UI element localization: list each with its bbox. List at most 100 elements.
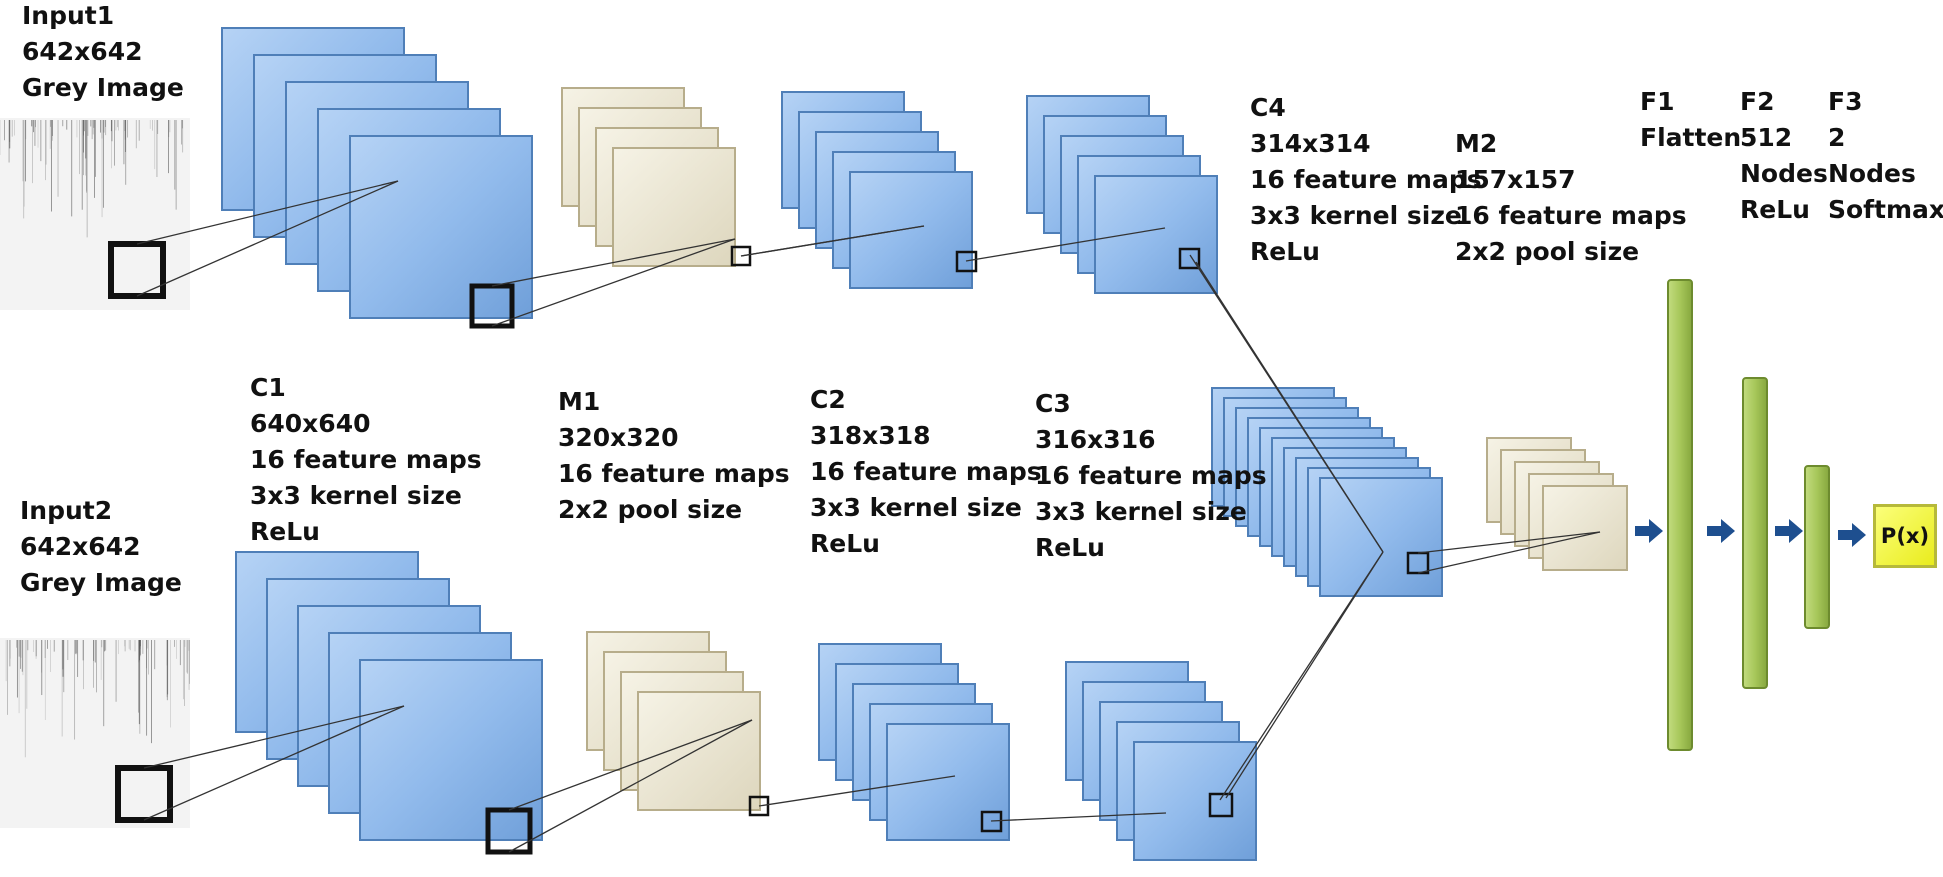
label-line: Flatten <box>1640 123 1742 152</box>
connection-line <box>143 705 405 821</box>
feature-map <box>849 171 973 289</box>
bottom-c2-stack <box>818 643 1010 841</box>
label-line: Input2 <box>20 496 113 525</box>
arrow-icon <box>1707 519 1735 543</box>
feature-map <box>359 659 543 841</box>
connection-line <box>758 775 956 807</box>
connection-line <box>965 227 1166 262</box>
bottom-m1-stack <box>586 631 761 811</box>
top-m1-stack <box>561 87 736 267</box>
connection-line <box>491 238 736 327</box>
connection-line <box>1417 531 1601 574</box>
arrow-icon <box>1635 519 1663 543</box>
connection-line <box>1417 531 1601 554</box>
output-probability-box: P(x) <box>1873 504 1937 568</box>
label-line: ReLu <box>810 529 880 558</box>
label-line: 16 feature maps <box>250 445 482 474</box>
label-line: Softmax <box>1828 195 1943 224</box>
arrow-head <box>1852 523 1866 547</box>
label-line: C2 <box>810 385 846 414</box>
label-line: 642x642 <box>20 532 141 561</box>
arrow-shaft <box>1707 526 1721 536</box>
input2-image <box>0 638 190 828</box>
label-line: ReLu <box>1035 533 1105 562</box>
f1-flatten-bar <box>1667 279 1693 751</box>
label-line: M2 <box>1455 129 1498 158</box>
label-line: 3x3 kernel size <box>250 481 462 510</box>
label-line: 318x318 <box>810 421 931 450</box>
label-line: C1 <box>250 373 286 402</box>
arrow-head <box>1721 519 1735 543</box>
m2-stack <box>1486 437 1628 571</box>
label-line: 157x157 <box>1455 165 1576 194</box>
connection-line <box>136 180 399 245</box>
label-line: Nodes <box>1828 159 1916 188</box>
connection-line <box>740 225 925 257</box>
bottom-c1-stack <box>235 551 543 841</box>
label-line: C4 <box>1250 93 1286 122</box>
label-line: Grey Image <box>22 73 184 102</box>
arrow-shaft <box>1635 526 1649 536</box>
feature-map <box>1319 477 1443 597</box>
label-line: 512 <box>1740 123 1793 152</box>
top-c1-stack <box>221 27 533 319</box>
label-line: 2 <box>1828 123 1846 152</box>
label-line: F2 <box>1740 87 1775 116</box>
f2-dense-bar <box>1742 377 1768 689</box>
f3-softmax-bar <box>1804 465 1830 629</box>
connection-line <box>1195 261 1384 553</box>
connection-line <box>136 180 399 297</box>
label-line: 3x3 kernel size <box>1250 201 1462 230</box>
kernel-window <box>980 810 1003 833</box>
label-line: ReLu <box>1740 195 1810 224</box>
top-c2-stack <box>781 91 973 289</box>
label-line: 16 feature maps <box>558 459 790 488</box>
connection-line <box>1219 551 1384 801</box>
label-line: 642x642 <box>22 37 143 66</box>
kernel-window <box>748 795 770 817</box>
label-line: F3 <box>1828 87 1863 116</box>
label-line: 316x316 <box>1035 425 1156 454</box>
arrow-head <box>1649 519 1663 543</box>
output-label: P(x) <box>1880 524 1930 548</box>
kernel-window <box>1208 792 1234 818</box>
arrow-shaft <box>1775 526 1789 536</box>
feature-map <box>886 723 1010 841</box>
label-line: C3 <box>1035 389 1071 418</box>
label-line: 3x3 kernel size <box>810 493 1022 522</box>
label-line: ReLu <box>250 517 320 546</box>
feature-map <box>1542 485 1628 571</box>
connection-line <box>508 719 753 811</box>
label-line: 16 feature maps <box>1250 165 1482 194</box>
connection-line <box>990 812 1167 822</box>
label-line: 314x314 <box>1250 129 1371 158</box>
feature-map <box>349 135 533 319</box>
connection-line <box>508 719 753 853</box>
label-line: 2x2 pool size <box>1455 237 1640 266</box>
arrow-icon <box>1775 519 1803 543</box>
input1-image <box>0 118 190 310</box>
kernel-window <box>1178 247 1201 270</box>
feature-map <box>612 147 736 267</box>
label-line: 640x640 <box>250 409 371 438</box>
bottom-c3-stack <box>1065 661 1257 861</box>
label-line: Grey Image <box>20 568 182 597</box>
arrow-icon <box>1838 523 1866 547</box>
feature-map <box>637 691 761 811</box>
image-background <box>0 638 190 828</box>
feature-map <box>1094 175 1218 294</box>
kernel-window <box>955 250 978 273</box>
label-line: ReLu <box>1250 237 1320 266</box>
top-c4-stack <box>1026 95 1218 294</box>
label-line: Input1 <box>22 1 115 30</box>
